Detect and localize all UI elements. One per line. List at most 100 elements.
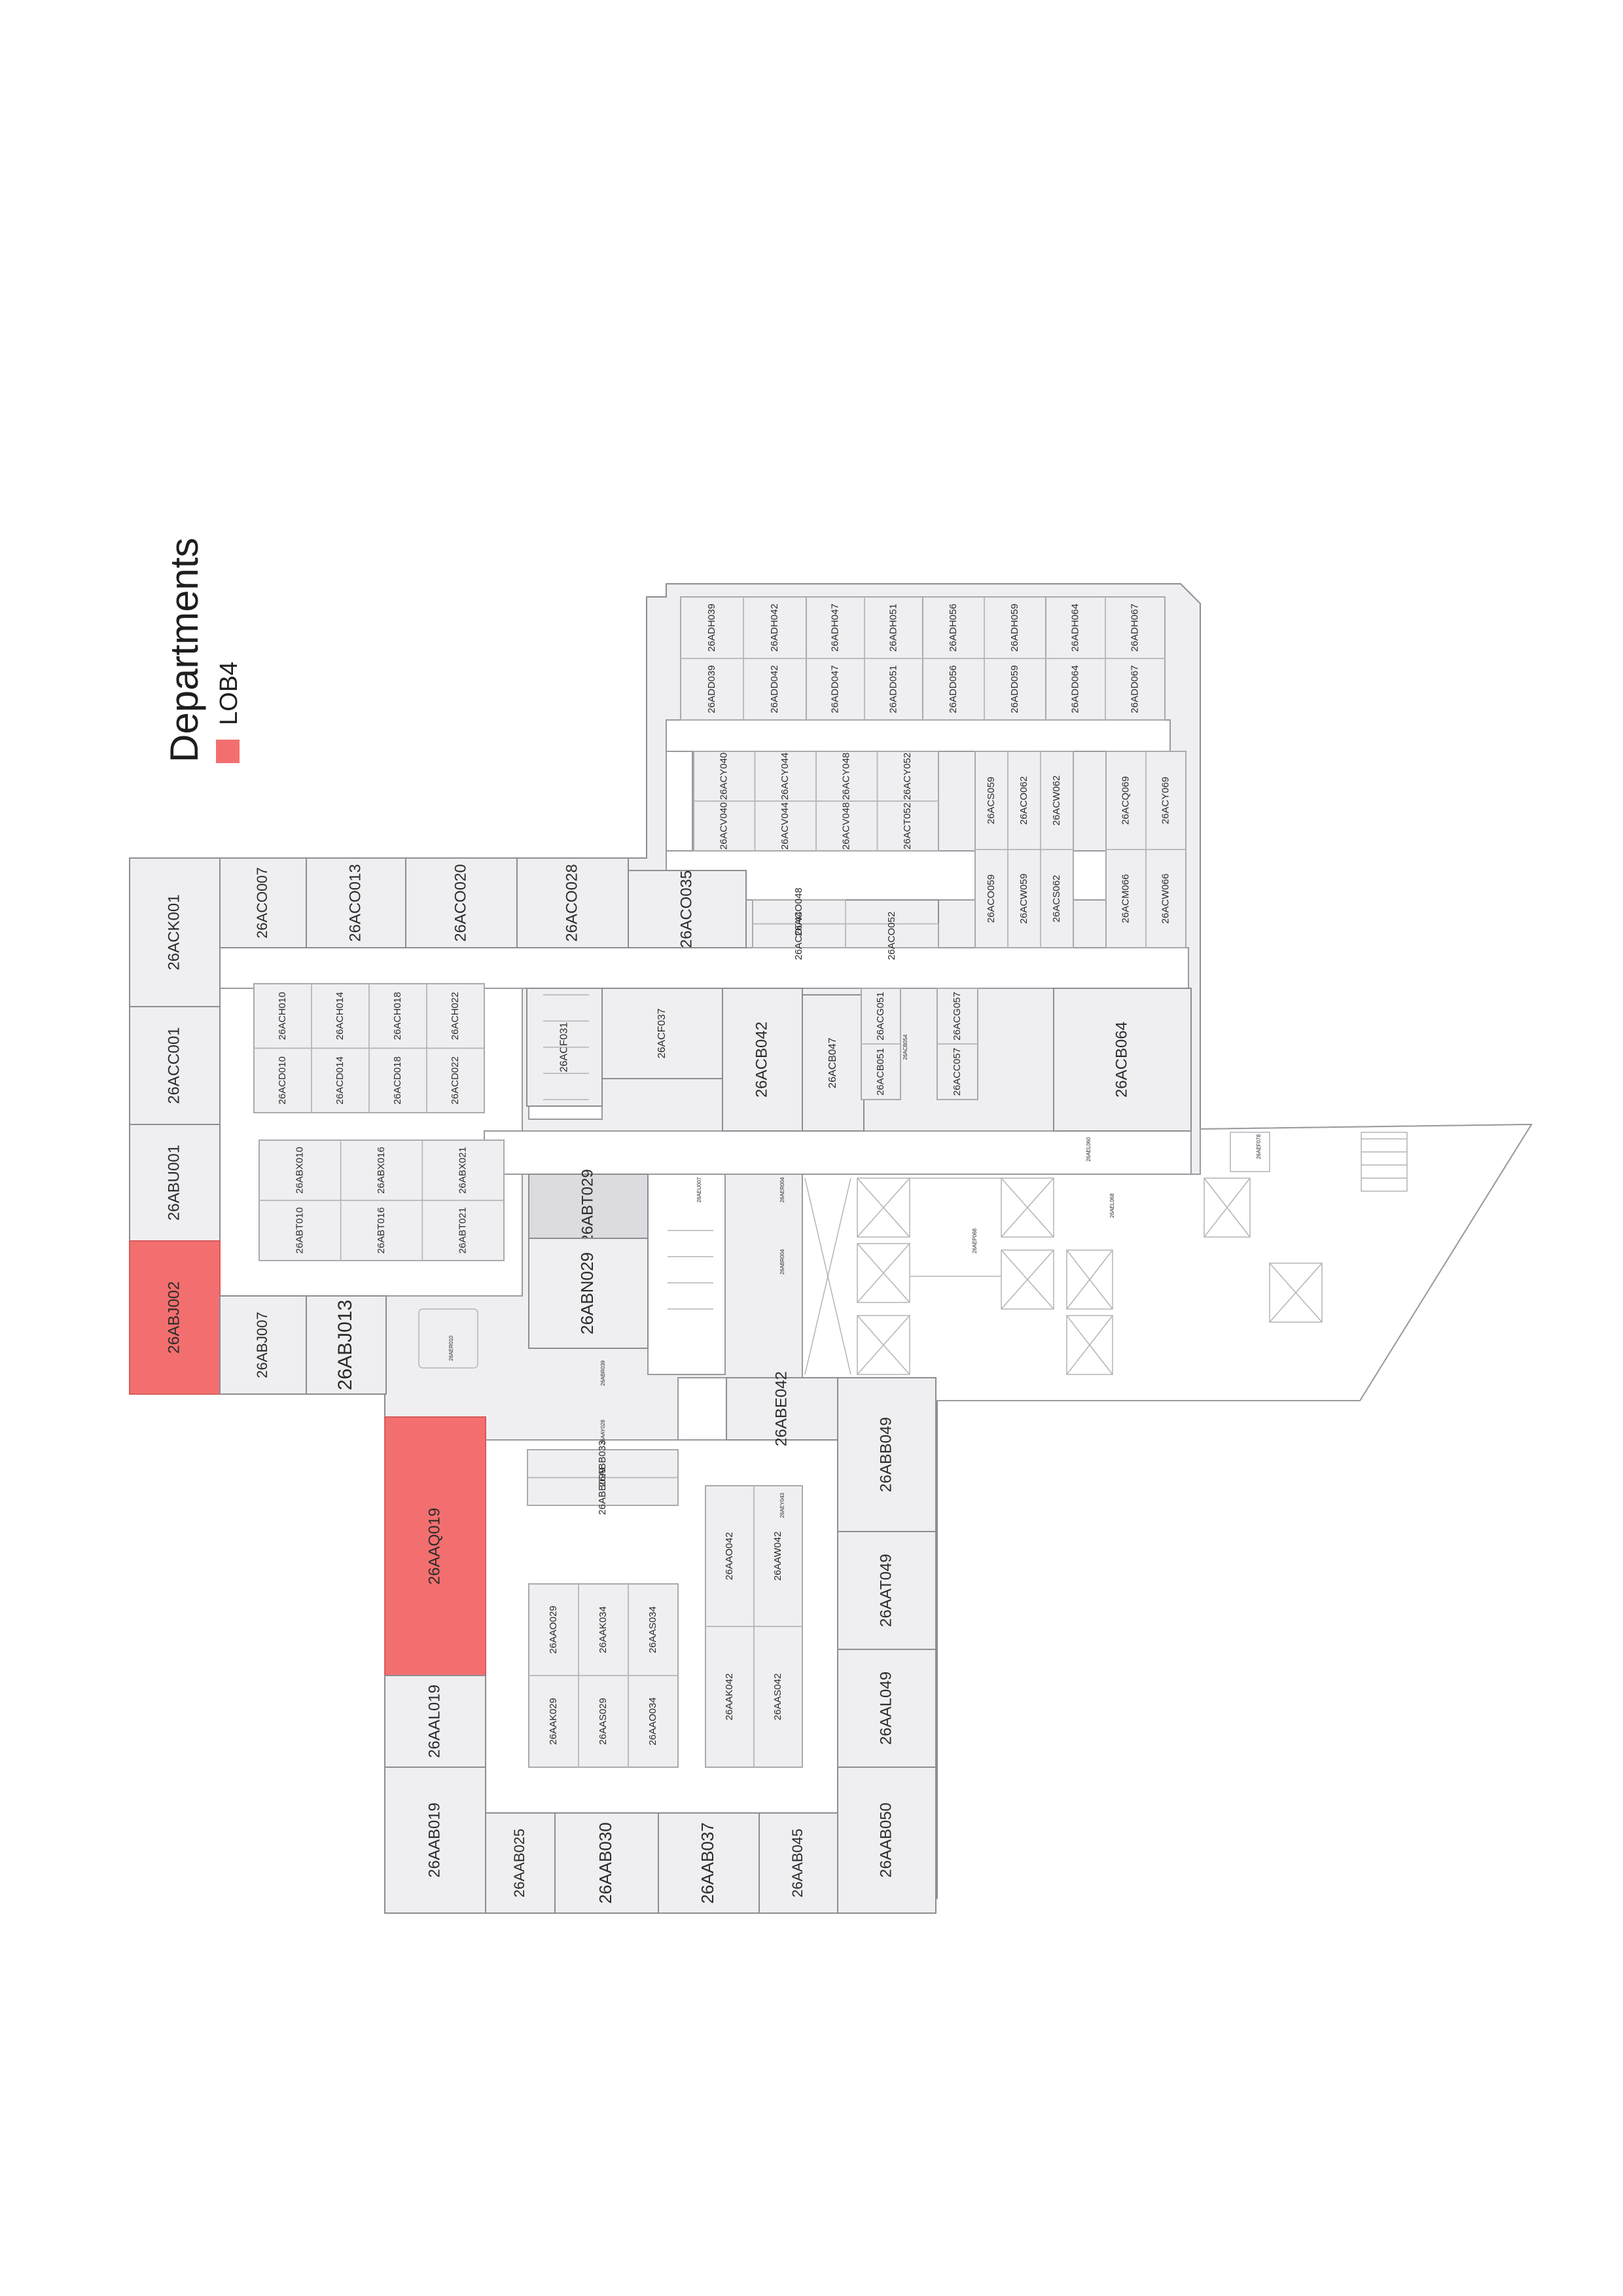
workstation-label: 26ADH042 [769, 603, 780, 651]
workstation-cell [1040, 751, 1074, 850]
room-26aal049[interactable] [837, 1649, 936, 1768]
room-26acb064[interactable] [1053, 988, 1192, 1132]
workstation-label: 26ADD047 [829, 665, 840, 713]
small-room-label: 26AER010 [448, 1335, 454, 1361]
room-label-26aco007: 26ACO007 [254, 867, 270, 939]
workstation-cell [421, 1139, 505, 1201]
workstation-label: 26ACO062 [1018, 776, 1029, 825]
corridor-north-mid [666, 850, 1171, 901]
room-label-26aab030: 26AAB030 [596, 1822, 615, 1903]
corridor-center [484, 1130, 1192, 1175]
workstation-label: 26ACG057 [952, 992, 963, 1040]
small-room-label: 26AAY028 [600, 1420, 606, 1444]
room-26abt029[interactable] [528, 1174, 649, 1239]
room-label-26abe042: 26ABE042 [772, 1371, 790, 1446]
workstation-label: 26ADH039 [706, 603, 717, 651]
workstation-label: 26ADH056 [948, 603, 959, 651]
room-label-26acb064: 26ACB064 [1113, 1022, 1130, 1098]
workstation-label: 26ACD018 [392, 1056, 403, 1104]
workstation-cell [1105, 596, 1166, 659]
room-26aab025[interactable] [485, 1812, 556, 1914]
room-26aab045[interactable] [758, 1812, 838, 1914]
room-26aco020[interactable] [405, 857, 518, 948]
workstation-label: 26ACT052 [902, 802, 913, 850]
corridor-link [219, 947, 1189, 989]
room-label-26aab050: 26AAB050 [877, 1803, 895, 1878]
room-26aco035[interactable] [628, 870, 747, 948]
workstation-label: 26ACY069 [1160, 777, 1171, 825]
workstation-label: 26ACQ069 [1120, 776, 1131, 825]
workstation-label: 26ACO059 [986, 874, 997, 923]
workstation-label: 26ADD067 [1129, 665, 1140, 713]
legend-title: Departments [162, 538, 206, 762]
workstation-cell [752, 899, 846, 925]
workstation-label: 26ACD014 [334, 1056, 346, 1104]
room-26abn029[interactable] [528, 1238, 649, 1349]
workstation-cell [426, 983, 485, 1049]
workstation-label: 26AAO034 [647, 1697, 658, 1745]
workstation-label: 26ADD059 [1009, 665, 1020, 713]
workstation-cell [527, 1449, 679, 1479]
workstation-label: 26AAW042 [772, 1532, 783, 1581]
workstation-label: 26ADD039 [706, 665, 717, 713]
room-label-26abj002: 26ABJ002 [165, 1282, 183, 1354]
workstation-label: 26ADD051 [887, 665, 899, 713]
workstation-cell [845, 923, 939, 948]
workstations-layer: 26ACD01026ACH01026ACD01426ACH01426ACD018… [253, 596, 1186, 1768]
room-26abb049[interactable] [837, 1377, 936, 1532]
corridor-north-ring [666, 719, 1171, 752]
room-26aab050[interactable] [837, 1767, 936, 1914]
legend-swatch-lob4 [216, 740, 240, 763]
room-26acb042[interactable] [722, 988, 803, 1132]
small-room-label: 26AEL068 [1109, 1193, 1115, 1218]
room-26abu001[interactable] [129, 1124, 221, 1242]
room-26acb047[interactable] [802, 994, 865, 1132]
room-label-26abu001: 26ABU001 [165, 1145, 183, 1221]
small-room-label: 26ABR039 [600, 1360, 606, 1386]
room-26abe042[interactable] [726, 1377, 838, 1441]
workstation-label: 26ACV048 [841, 802, 852, 850]
room-label-26acb047: 26ACB047 [827, 1037, 838, 1088]
workstation-label: 26ACH018 [392, 992, 403, 1040]
room-label-26aal019: 26AAL019 [425, 1685, 443, 1758]
room-26aab019[interactable] [384, 1767, 486, 1914]
room-26abj013[interactable] [306, 1295, 387, 1395]
workstation-label: 26ACS062 [1051, 875, 1062, 923]
workstation-cell [628, 1583, 679, 1676]
north-notch [666, 751, 693, 852]
workstation-label: 26ABT016 [376, 1208, 387, 1254]
workstation-label: 26AAO042 [724, 1532, 735, 1580]
workstation-label: 26ACW059 [1018, 874, 1029, 924]
workstation-label: 26ACH022 [450, 992, 461, 1040]
workstation-label: 26ACD022 [450, 1056, 461, 1104]
room-26acc001[interactable] [129, 1006, 221, 1125]
workstation-label: 26ACS059 [986, 777, 997, 825]
small-room-label: 26AEF078 [1256, 1134, 1262, 1159]
corridor-south-east [677, 1377, 727, 1441]
room-26aaq019[interactable] [384, 1416, 486, 1676]
room-26aco007[interactable] [219, 857, 307, 948]
room-26ack001[interactable] [129, 857, 221, 1007]
room-label-26aat049: 26AAT049 [877, 1554, 895, 1627]
workstation-label: 26ABB033 [597, 1440, 608, 1487]
room-26aco028[interactable] [516, 857, 629, 948]
workstation-label: 26ACY040 [719, 753, 730, 800]
workstation-label: 26ABX010 [294, 1147, 305, 1194]
workstation-label: 26ACY048 [841, 753, 852, 800]
room-26abj002[interactable] [129, 1240, 221, 1395]
small-room-label: 26AEY043 [779, 1492, 785, 1518]
legend: Departments LOB4 [162, 538, 243, 763]
workstation-label: 26ACB051 [875, 1048, 886, 1096]
workstation-label: 26ADD042 [769, 665, 780, 713]
small-room-label: 26AEP068 [972, 1228, 978, 1253]
workstation-label: 26AAK042 [724, 1674, 735, 1721]
workstation-label: 26ACO052 [886, 912, 897, 960]
workstation-label: 26ADD064 [1069, 665, 1080, 713]
workstation-label: 26ACH014 [334, 992, 346, 1040]
room-label-26aab037: 26AAB037 [698, 1822, 717, 1903]
workstation-cell [876, 751, 939, 802]
room-26abj007[interactable] [219, 1295, 307, 1395]
small-room-label: 26AER004 [779, 1177, 785, 1202]
room-label-26aco035: 26ACO035 [677, 870, 695, 948]
